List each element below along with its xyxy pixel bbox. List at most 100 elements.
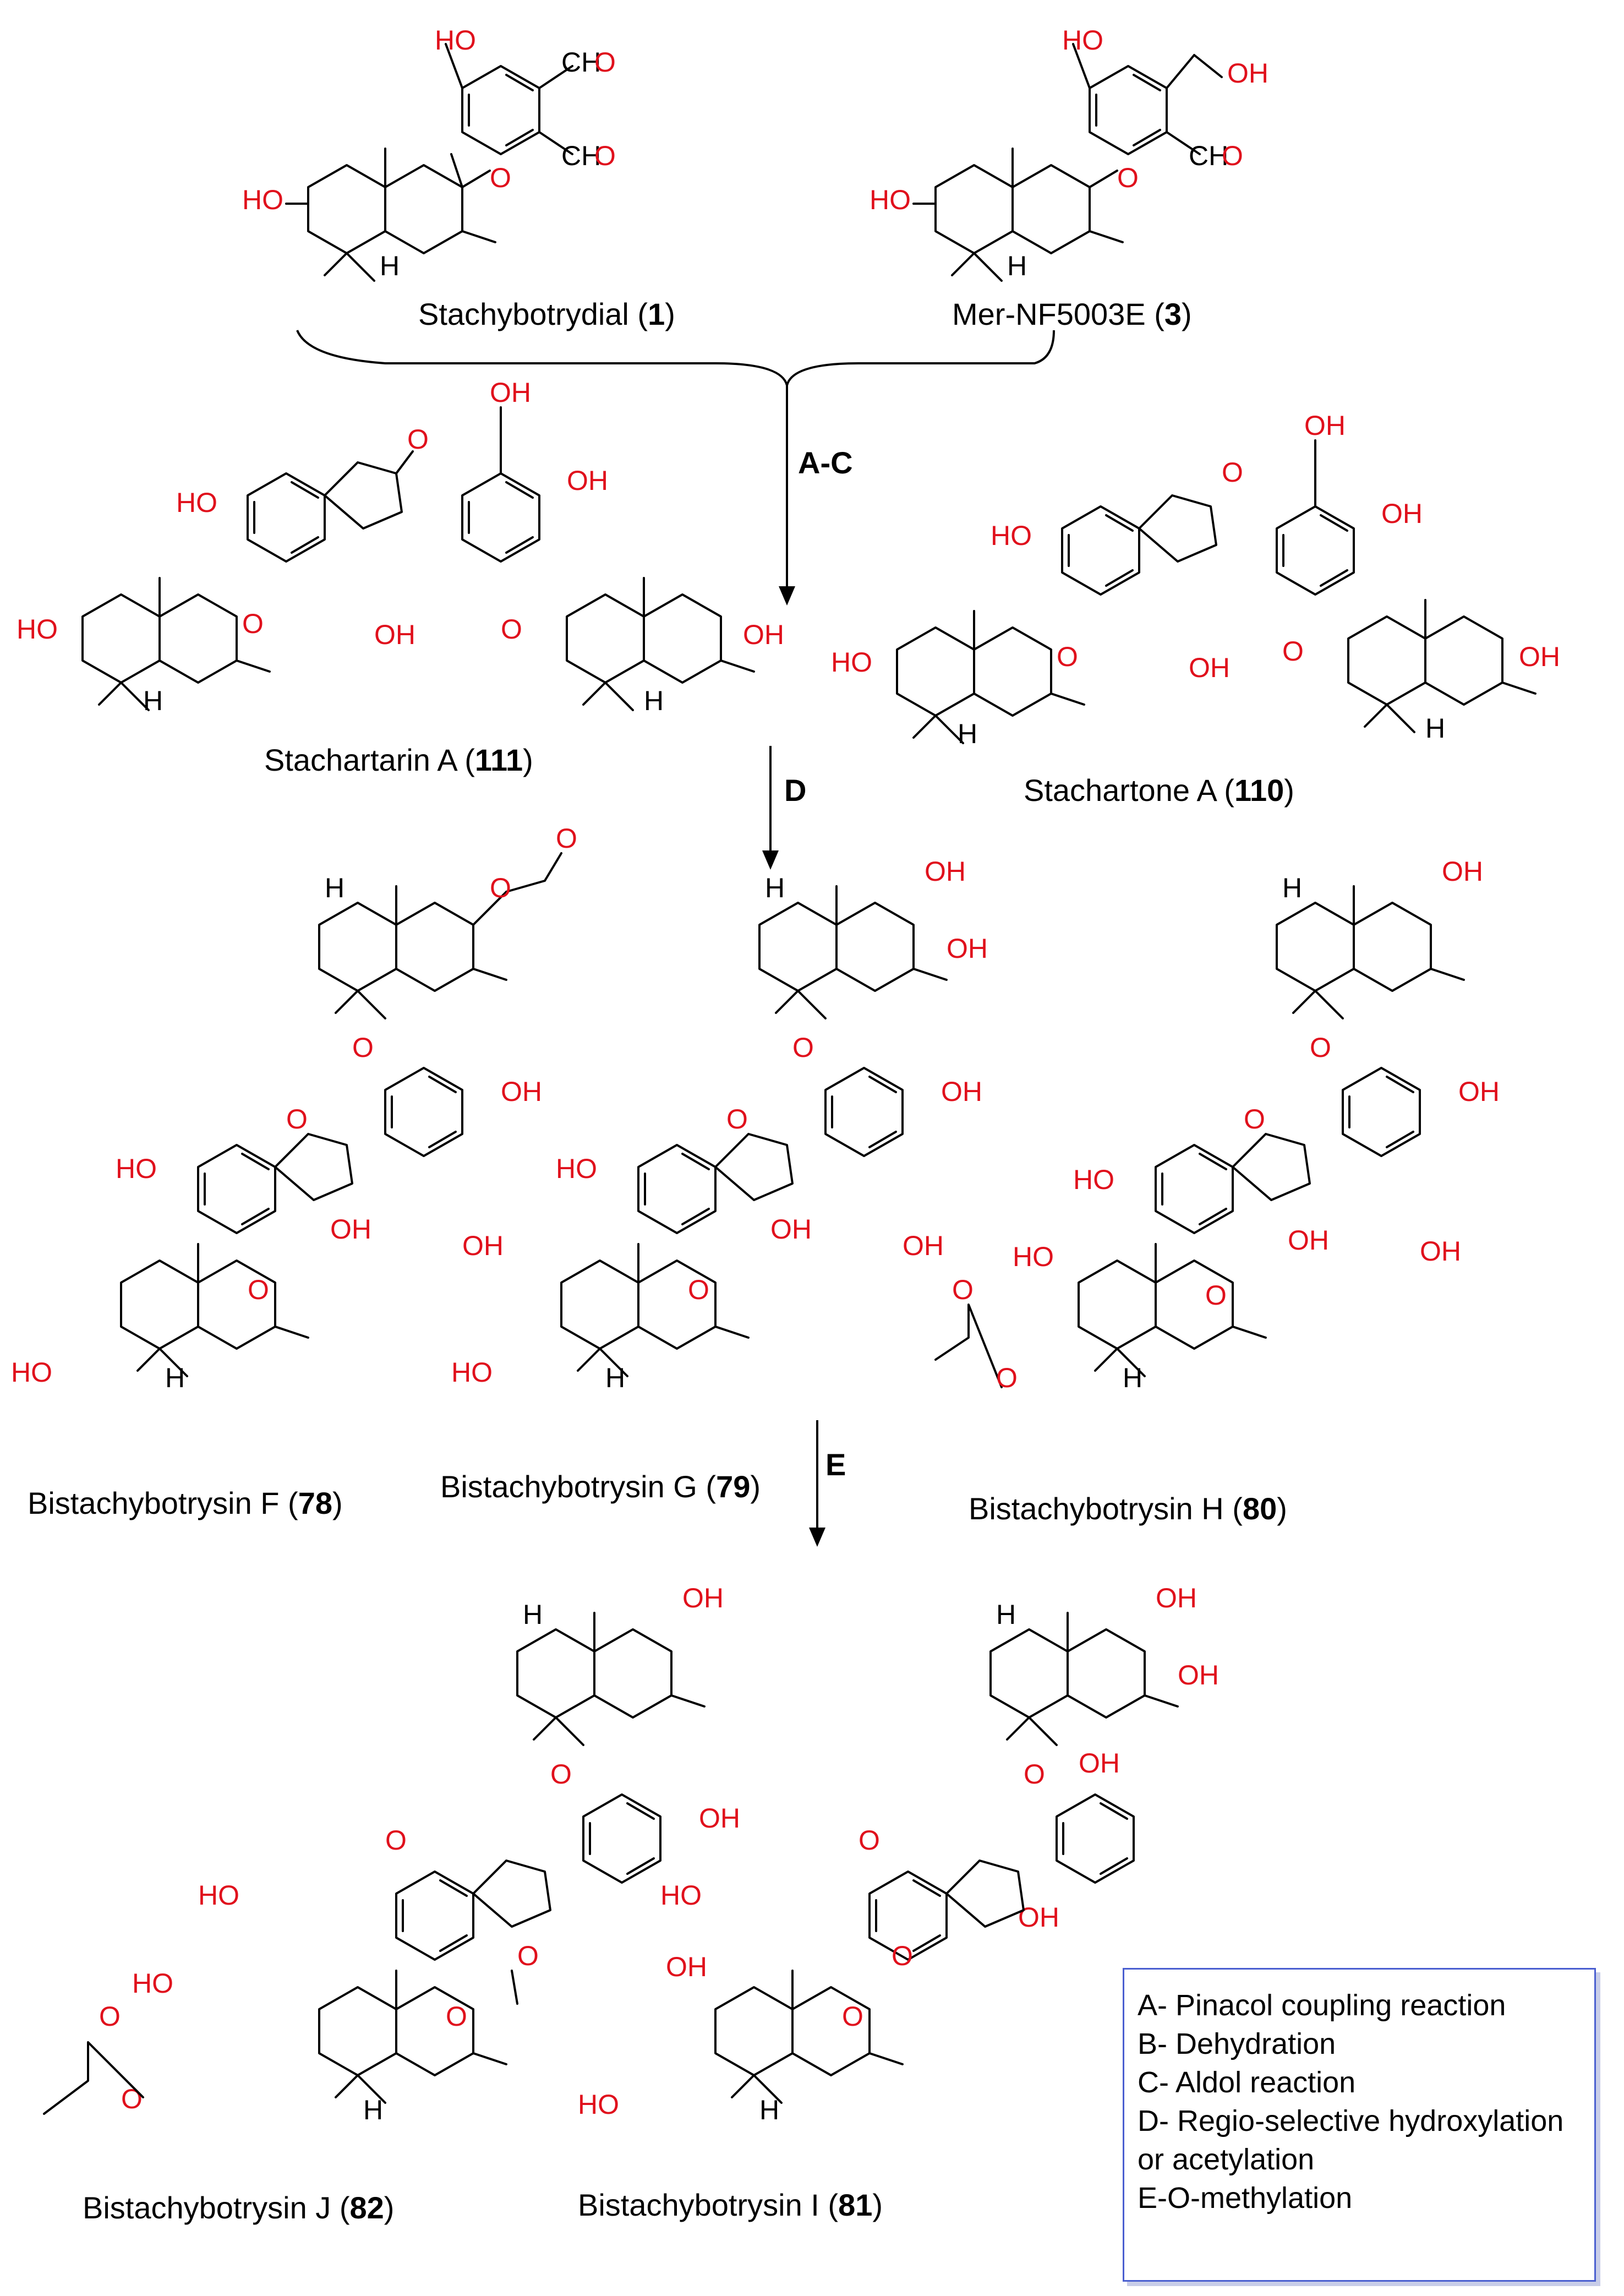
reaction-legend: A- Pinacol coupling reaction B- Dehydrat…: [1123, 1968, 1596, 2282]
atom-label: O: [1222, 140, 1243, 171]
structure-stachybotrydial: HO CH O CH O O HO H: [242, 25, 616, 282]
atom-label: OH: [1189, 652, 1230, 683]
structure-bistachybotrysin-i: OH OH H O OH OH O HO O O HO H: [578, 1583, 1219, 2125]
atom-label: O: [1024, 1759, 1045, 1790]
atom-label: O: [1282, 636, 1304, 667]
arrowhead-e: [809, 1528, 825, 1547]
atom-label: O: [996, 1362, 1018, 1393]
caption-bistachybotrysin-f: Bistachybotrysin F (78): [28, 1486, 343, 1520]
legend-item: C- Aldol reaction: [1138, 2066, 1356, 2099]
atom-label: O: [286, 1104, 308, 1135]
atom-label: OH: [1018, 1902, 1059, 1933]
atom-label: HO: [870, 184, 911, 215]
atom-label: OH: [567, 465, 608, 496]
legend-item: E-O-methylation: [1138, 2182, 1353, 2215]
step-label-e: E: [825, 1447, 846, 1482]
atom-label: HO: [435, 25, 476, 56]
atom-label: O: [594, 47, 616, 78]
atom-label: O: [594, 140, 616, 171]
atom-label: O: [121, 2084, 143, 2114]
atom-label: HO: [198, 1880, 239, 1911]
atom-label: H: [380, 250, 400, 281]
atom-label: H: [996, 1599, 1016, 1630]
atom-label: H: [1425, 713, 1445, 744]
atom-label: H: [363, 2095, 383, 2125]
atom-label: OH: [941, 1076, 982, 1107]
legend-item: B- Dehydration: [1138, 2027, 1336, 2060]
atom-label: O: [446, 2001, 467, 2032]
atom-label: HO: [11, 1357, 52, 1388]
structure-stachartarin-a: O HO OH OH OH HO O H O OH H: [17, 377, 784, 716]
caption-stachybotrydial: Stachybotrydial (1): [418, 297, 675, 331]
legend-item: A- Pinacol coupling reaction: [1138, 1989, 1506, 2022]
structure-stachartone-a: O HO OH OH OH HO O H O OH H: [831, 410, 1560, 749]
atom-label: CH: [561, 47, 601, 78]
atom-label: HO: [17, 614, 58, 645]
atom-label: OH: [743, 619, 784, 650]
atom-label: HO: [132, 1968, 173, 1999]
atom-label: HO: [831, 647, 872, 678]
atom-label: H: [958, 718, 977, 749]
atom-label: HO: [176, 487, 217, 518]
atom-label: O: [859, 1825, 880, 1856]
atom-label: OH: [770, 1214, 812, 1245]
atom-label: HO: [1013, 1241, 1054, 1272]
atom-label: O: [842, 2001, 863, 2032]
structure-bistachybotrysin-h: OH H O OH OH O HO OH O HO O O H: [934, 856, 1500, 1393]
atom-label: OH: [374, 619, 415, 650]
atom-label: OH: [1381, 498, 1423, 529]
caption-mer-nf5003e: Mer-NF5003E (3): [952, 297, 1192, 331]
atom-label: OH: [925, 856, 966, 887]
atom-label: HO: [451, 1357, 493, 1388]
atom-label: OH: [462, 1230, 504, 1261]
atom-label: CH: [1189, 140, 1228, 171]
atom-label: OH: [1304, 410, 1346, 441]
atom-label: H: [765, 872, 785, 903]
atom-label: OH: [490, 377, 531, 408]
atom-label: O: [726, 1104, 748, 1135]
atom-label: OH: [330, 1214, 371, 1245]
atom-label: H: [759, 2095, 779, 2125]
atom-label: HO: [556, 1153, 597, 1184]
atom-label: O: [99, 2001, 121, 2032]
caption-bistachybotrysin-h: Bistachybotrysin H (80): [969, 1491, 1287, 1526]
arrowhead-d: [762, 850, 779, 870]
atom-label: O: [1117, 162, 1139, 193]
atom-label: OH: [1288, 1225, 1329, 1256]
arrowhead-ac: [779, 586, 795, 606]
atom-label: OH: [947, 933, 988, 964]
atom-label: HO: [578, 2089, 619, 2120]
atom-label: O: [550, 1759, 572, 1790]
atom-label: O: [490, 162, 511, 193]
atom-label: O: [952, 1274, 974, 1305]
atom-label: H: [605, 1362, 625, 1393]
atom-label: H: [1123, 1362, 1142, 1393]
atom-label: OH: [501, 1076, 542, 1107]
atom-label: H: [644, 685, 664, 716]
atom-label: O: [501, 614, 522, 645]
atom-label: O: [1205, 1280, 1227, 1311]
converging-brace: [296, 330, 1055, 386]
atom-label: CH: [561, 140, 601, 171]
atom-label: O: [490, 872, 511, 903]
step-label-ac: A-C: [798, 445, 853, 480]
atom-label: O: [1310, 1032, 1331, 1063]
atom-label: O: [1244, 1104, 1265, 1135]
atom-label: O: [517, 1940, 539, 1971]
atom-label: O: [385, 1825, 407, 1856]
atom-label: OH: [1420, 1236, 1461, 1267]
caption-bistachybotrysin-i: Bistachybotrysin I (81): [578, 2188, 883, 2222]
atom-label: O: [1222, 457, 1243, 488]
atom-label: OH: [1519, 641, 1560, 672]
atom-label: OH: [1178, 1660, 1219, 1690]
legend-item: or acetylation: [1138, 2143, 1315, 2176]
caption-stachartone-a: Stachartone A (110): [1024, 773, 1294, 808]
caption-bistachybotrysin-g: Bistachybotrysin G (79): [440, 1469, 761, 1504]
atom-label: H: [325, 872, 345, 903]
step-label-d: D: [784, 773, 806, 808]
atom-label: HO: [242, 184, 283, 215]
atom-label: OH: [903, 1230, 944, 1261]
atom-label: OH: [699, 1803, 740, 1834]
atom-label: H: [1282, 872, 1302, 903]
